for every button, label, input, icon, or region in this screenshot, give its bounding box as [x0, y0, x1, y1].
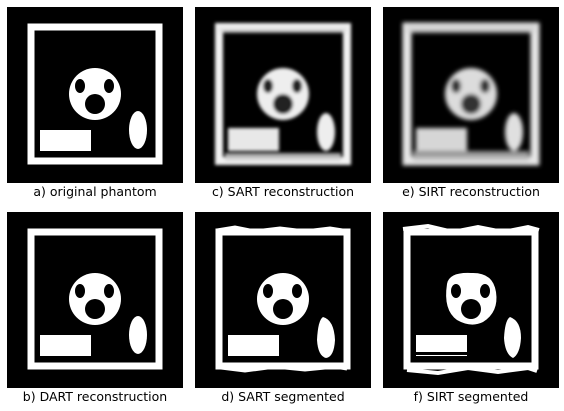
- phantom-image: [7, 7, 183, 183]
- caption-sart-reconstruction: c) SART reconstruction: [211, 184, 355, 199]
- caption-dart-reconstruction: b) DART reconstruction: [22, 389, 168, 404]
- panel-sirt-reconstruction: [383, 7, 559, 183]
- panel-sart-reconstruction: [195, 7, 371, 183]
- dart-reconstruction-image: [7, 212, 183, 388]
- caption-original-phantom: a) original phantom: [33, 184, 157, 199]
- sart-segmented-image: [195, 212, 371, 388]
- sirt-segmented-image: [383, 212, 559, 388]
- sirt-reconstruction-image: [383, 7, 559, 183]
- caption-sirt-segmented: f) SIRT segmented: [413, 389, 529, 404]
- panel-original-phantom: [7, 7, 183, 183]
- caption-sirt-reconstruction: e) SIRT reconstruction: [402, 184, 540, 199]
- caption-sart-segmented: d) SART segmented: [221, 389, 345, 404]
- panel-sart-segmented: [195, 212, 371, 388]
- panel-sirt-segmented: [383, 212, 559, 388]
- panel-dart-reconstruction: [7, 212, 183, 388]
- sart-reconstruction-image: [195, 7, 371, 183]
